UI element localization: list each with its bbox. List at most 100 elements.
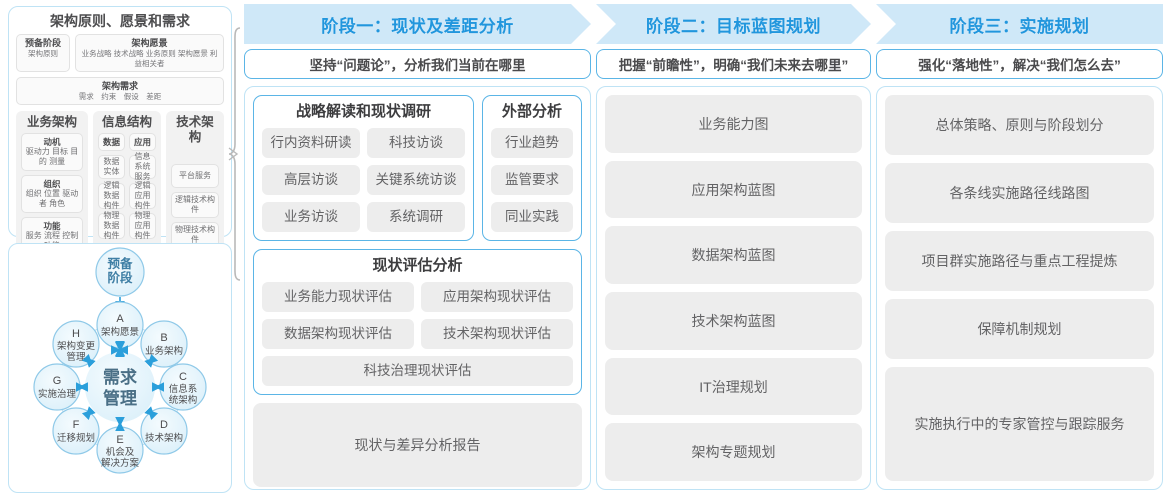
cycle-node-d: D 技术架构	[140, 407, 188, 455]
togaf-info-app-logical-sub: 逻辑应用构件	[134, 181, 151, 210]
cycle-node-e-label-1: 机会及	[106, 446, 135, 458]
phase-3-header-shape	[876, 4, 1163, 44]
chip-arch-topic-plan[interactable]: 架构专题规划	[605, 423, 862, 482]
togaf-column-business: 业务架构 动机 驱动力 目标 目的 测量 组织 组织 位置 驱动者 角色 功能	[16, 111, 88, 259]
cycle-node-prelim-line2: 阶段	[107, 270, 133, 285]
chip-business-capability-map[interactable]: 业务能力图	[605, 95, 862, 153]
card-strategy-research-title: 战略解读和现状调研	[295, 103, 431, 120]
chip-exec-interview[interactable]: 高层访谈	[262, 165, 360, 195]
card-strategy-research: 战略解读和现状调研 行内资料研读 科技访谈 高层访谈 关键系统访谈 业务访谈 系…	[253, 95, 474, 241]
cycle-node-a-label: 架构愿景	[101, 326, 139, 338]
chip-data-arch-assessment[interactable]: 数据架构现状评估	[262, 319, 414, 349]
chip-assurance-mechanism[interactable]: 保障机制规划	[885, 299, 1154, 359]
phase-1-header-label: 阶段一：现状及差距分析	[321, 16, 514, 36]
chip-gap-analysis-report[interactable]: 现状与差异分析报告	[253, 403, 582, 487]
togaf-info-app-logical: 逻辑应用构件	[129, 181, 156, 210]
chip-line-roadmap[interactable]: 各条线实施路径线路图	[885, 163, 1154, 223]
cycle-node-e-key: E	[116, 434, 123, 446]
togaf-info-app-head: 应用	[129, 133, 156, 151]
cycle-node-c: C 信息系 统架构	[159, 363, 207, 411]
phase-3-body: 总体策略、原则与阶段划分 各条线实施路径线路图 项目群实施路径与重点工程提炼 保…	[876, 86, 1163, 490]
togaf-tech-logical-sub: 逻辑技术构件	[175, 195, 215, 214]
togaf-tech-physical-sub: 物理技术构件	[175, 225, 215, 244]
chip-peer-practice[interactable]: 同业实践	[491, 202, 573, 232]
card-current-assessment: 现状评估分析 业务能力现状评估 应用架构现状评估 数据架构现状评估 技术架构现状…	[253, 249, 582, 395]
chip-overall-strategy[interactable]: 总体策略、原则与阶段划分	[885, 95, 1154, 155]
cycle-node-c-key: C	[179, 371, 187, 383]
cycle-node-g: G 实施治理	[33, 363, 81, 411]
togaf-prep-cell: 预备阶段 架构原则	[16, 34, 70, 72]
togaf-vision-cell: 架构愿景 业务战略 技术战略 业务原则 架构愿景 利益相关者	[75, 34, 224, 72]
togaf-column-business-title: 业务架构	[26, 115, 77, 129]
phase-3-subtitle: 强化“落地性”，解决“我们怎么去”	[876, 49, 1163, 79]
togaf-info-data-physical: 物理数据构件	[98, 211, 125, 240]
chip-business-capability-assessment[interactable]: 业务能力现状评估	[262, 282, 414, 312]
cycle-center-node	[85, 352, 155, 422]
chip-it-governance-plan[interactable]: IT治理规划	[605, 357, 862, 416]
chip-internal-docs[interactable]: 行内资料研读	[262, 128, 360, 158]
togaf-column-technology: 技术架构 平台服务 逻辑技术构件 物理技术构件	[166, 111, 224, 259]
chip-tech-arch-blueprint[interactable]: 技术架构蓝图	[605, 292, 862, 350]
left-column: 架构原则、愿景和需求 预备阶段 架构原则 架构愿景 业务战略 技术战略 业务原则…	[8, 6, 232, 493]
cycle-node-prelim-line1: 预备	[107, 256, 133, 271]
cycle-node-b-label: 业务架构	[145, 345, 183, 357]
cycle-node-b: B 业务架构	[140, 320, 188, 368]
chip-data-arch-blueprint[interactable]: 数据架构蓝图	[605, 226, 862, 285]
togaf-item-motivation-sub: 驱动力 目标 目的 测量	[25, 147, 79, 166]
card-strategy-row-3: 业务访谈 系统调研	[262, 202, 465, 232]
cycle-node-c-label-2: 统架构	[169, 394, 198, 406]
chip-application-arch-blueprint[interactable]: 应用架构蓝图	[605, 160, 862, 219]
chip-system-survey[interactable]: 系统调研	[367, 202, 465, 232]
cycle-node-h: H 架构变更 管理	[52, 320, 100, 368]
togaf-info-data-head: 数据	[98, 133, 125, 151]
cycle-node-f-label: 迁移规划	[57, 432, 95, 444]
cycle-node-c-label-1: 信息系	[169, 383, 198, 395]
cycle-node-f-key: F	[73, 419, 80, 431]
chip-business-interview[interactable]: 业务访谈	[262, 202, 360, 232]
togaf-info-data-entity: 数据实体	[98, 155, 125, 179]
togaf-tech-logical: 逻辑技术构件	[171, 192, 219, 218]
adm-cycle-diagram: 预备 阶段 需求 管理 A 架构愿景 B 业务架构	[33, 247, 207, 474]
chip-regulatory-requirement[interactable]: 监管要求	[491, 165, 573, 195]
chip-tech-arch-assessment[interactable]: 技术架构现状评估	[421, 319, 573, 349]
chip-expert-tracking-service[interactable]: 实施执行中的专家管控与跟踪服务	[885, 367, 1154, 481]
phase-2-header-shape	[596, 4, 871, 44]
togaf-item-organization: 组织 组织 位置 驱动者 角色	[21, 175, 83, 213]
adm-cycle-panel: 预备 阶段 需求 管理 A 架构愿景 B 业务架构	[8, 243, 232, 493]
togaf-info-app-physical-sub: 物理应用构件	[134, 211, 151, 240]
phase-1: 阶段一：现状及差距分析 坚持“问题论”，分析我们当前在哪里 战略解读和现状调研 …	[244, 4, 591, 495]
card-current-assessment-title: 现状评估分析	[372, 257, 463, 274]
cycle-arrow-h	[81, 353, 96, 368]
phase-1-header[interactable]: 阶段一：现状及差距分析	[244, 4, 591, 44]
togaf-tech-platform: 平台服务	[171, 164, 219, 188]
cycle-node-a-key: A	[116, 313, 124, 325]
phases-container: 阶段一：现状及差距分析 坚持“问题论”，分析我们当前在哪里 战略解读和现状调研 …	[244, 4, 1163, 495]
togaf-info-data-logical: 逻辑数据构件	[98, 181, 125, 210]
chip-industry-trend[interactable]: 行业趋势	[491, 128, 573, 158]
phase-1-header-shape	[244, 4, 591, 44]
togaf-column-technology-title: 技术架构	[176, 115, 214, 144]
cycle-center-line2: 管理	[103, 388, 137, 408]
phase-3-header[interactable]: 阶段三：实施规划	[876, 4, 1163, 44]
togaf-framework-panel: 架构原则、愿景和需求 预备阶段 架构原则 架构愿景 业务战略 技术战略 业务原则…	[8, 6, 232, 313]
cycle-node-g-label: 实施治理	[38, 388, 77, 400]
phase-2-subtitle: 把握“前瞻性”，明确“我们未来去哪里”	[596, 49, 871, 79]
phase-2-header[interactable]: 阶段二：目标蓝图规划	[596, 4, 871, 44]
togaf-tech-platform-sub: 平台服务	[179, 171, 211, 180]
togaf-prep-title: 预备阶段	[24, 38, 61, 48]
togaf-requirements-cell: 架构需求 需求 约束 假设 差距	[16, 77, 224, 105]
chip-key-system-interview[interactable]: 关键系统访谈	[367, 165, 465, 195]
togaf-info-data-physical-sub: 物理数据构件	[103, 211, 120, 240]
chip-tech-interview[interactable]: 科技访谈	[367, 128, 465, 158]
card-external-analysis-title: 外部分析	[501, 103, 562, 120]
phase-1-subtitle: 坚持“问题论”，分析我们当前在哪里	[244, 49, 591, 79]
cycle-node-b-key: B	[160, 332, 167, 344]
chip-application-arch-assessment[interactable]: 应用架构现状评估	[421, 282, 573, 312]
togaf-vision-sub: 业务战略 技术战略 业务原则 架构愿景 利益相关者	[81, 49, 218, 68]
chip-program-roadmap[interactable]: 项目群实施路径与重点工程提炼	[885, 231, 1154, 291]
phase-2-body: 业务能力图 应用架构蓝图 数据架构蓝图 技术架构蓝图 IT治理规划 架构专题规划	[596, 86, 871, 490]
togaf-info-app-head-name: 应用	[133, 137, 151, 147]
togaf-prep-sub: 架构原则	[28, 49, 58, 58]
chip-it-governance-assessment[interactable]: 科技治理现状评估	[262, 356, 573, 386]
togaf-column-information-title: 信息结构	[101, 115, 152, 129]
